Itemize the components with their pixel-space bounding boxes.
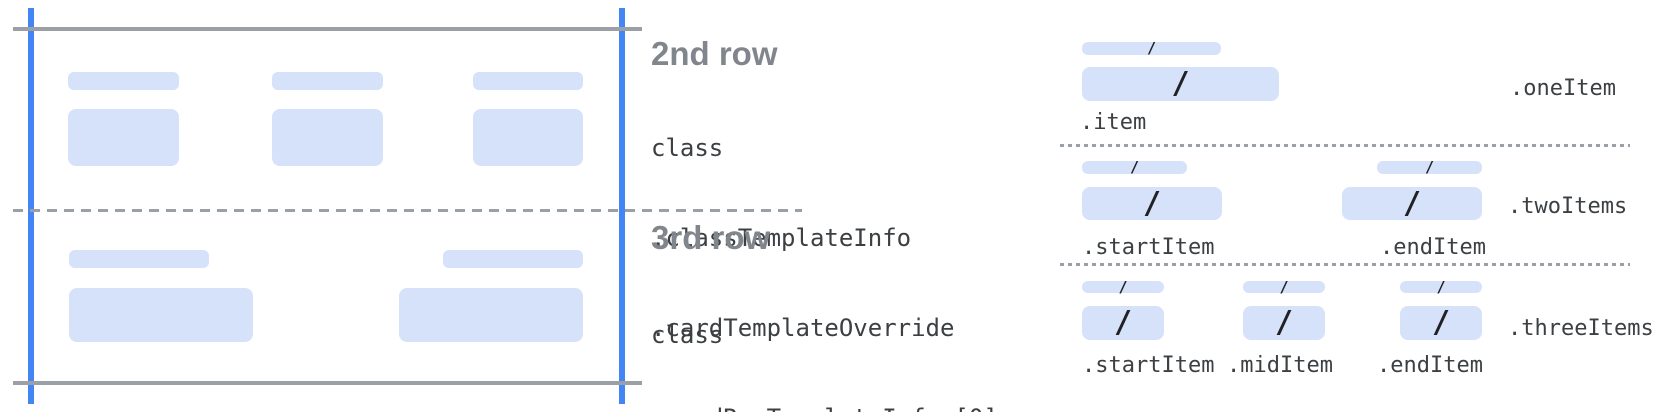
row2-path-line: .cardRowTemplateInfos[0] [651, 403, 998, 412]
item-label: .item [1080, 110, 1147, 135]
row2-field1-label-placeholder [68, 72, 179, 90]
row2-field2-label-placeholder [272, 72, 383, 90]
one-item-group-label: .oneItem [1510, 76, 1616, 101]
row3-field2-value-placeholder [399, 288, 583, 342]
three-items-group-label: .threeItems [1508, 316, 1654, 341]
end-item-value-bar: / [1342, 187, 1482, 220]
row3-field1-value-placeholder [69, 288, 253, 342]
one-item-label-bar: / [1082, 39, 1221, 57]
layout-divider-dashed-line [1060, 263, 1630, 266]
row3-class-path: class .classTemplateInfo .cardTemplateOv… [651, 260, 998, 412]
card-left-edge-guide [28, 8, 34, 404]
row3-heading: 3rd row [651, 219, 771, 256]
row3-field1-label-placeholder [69, 250, 209, 268]
slash-placeholder: / [1274, 305, 1294, 340]
one-item-value-bar: / [1082, 67, 1279, 101]
slash-placeholder: / [1402, 185, 1422, 221]
slash-placeholder: / [1171, 66, 1190, 101]
slash-placeholder: / [1113, 305, 1133, 340]
card-bottom-guide [13, 381, 642, 385]
two-items-group-label: .twoItems [1508, 194, 1628, 219]
slash-placeholder: / [1279, 277, 1289, 296]
row2-path-line: .cardTemplateOverride [651, 314, 955, 342]
mid-item-value-bar: / [1243, 306, 1325, 340]
row2-class-path: class .classTemplateInfo .cardTemplateOv… [651, 73, 998, 412]
start-item-value-bar: / [1082, 187, 1222, 220]
slash-placeholder: / [1436, 277, 1446, 296]
slash-placeholder: / [1129, 158, 1140, 176]
layout-divider-dashed-line [1060, 144, 1630, 147]
row2-heading: 2nd row [651, 35, 778, 72]
end-item-label: .endItem [1377, 353, 1483, 378]
row2-field3-value-placeholder [473, 109, 583, 166]
row2-path-line: .classTemplateInfo [651, 224, 912, 252]
end-item-label-bar: / [1377, 158, 1482, 176]
start-item-label: .startItem [1082, 235, 1215, 260]
row2-field2-value-placeholder [272, 109, 383, 166]
row2-path-line: class [651, 134, 724, 162]
slash-placeholder: / [1146, 39, 1157, 57]
card-top-guide [13, 27, 642, 31]
slash-placeholder: / [1118, 277, 1128, 296]
end-item-label-bar: / [1400, 277, 1482, 296]
mid-item-label-bar: / [1243, 277, 1325, 296]
slash-placeholder: / [1431, 305, 1451, 340]
end-item-value-bar: / [1400, 306, 1482, 340]
slash-placeholder: / [1424, 158, 1435, 176]
row2-field1-value-placeholder [68, 109, 179, 166]
start-item-label-bar: / [1082, 158, 1187, 176]
start-item-label-bar: / [1082, 277, 1164, 296]
end-item-label: .endItem [1380, 235, 1486, 260]
slash-placeholder: / [1142, 185, 1162, 221]
row2-field3-label-placeholder [473, 72, 583, 90]
start-item-value-bar: / [1082, 306, 1164, 340]
mid-item-label: .midItem [1227, 353, 1333, 378]
start-item-label: .startItem [1082, 353, 1215, 378]
row3-field2-label-placeholder [443, 250, 583, 268]
card-right-edge-guide [619, 8, 625, 404]
row3-path-line: class [651, 321, 724, 349]
row-divider-dashed-line [13, 209, 802, 212]
